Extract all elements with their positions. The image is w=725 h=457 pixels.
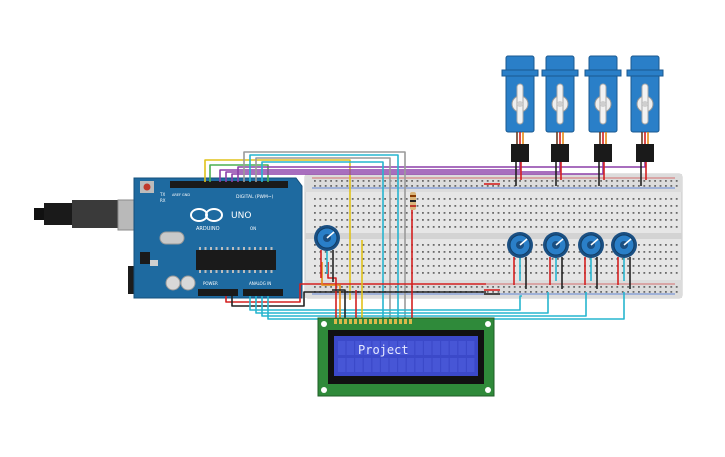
brand-label: ARDUINO	[196, 226, 220, 232]
servo-motors	[501, 55, 664, 186]
arduino-logo-icon	[190, 208, 223, 222]
model-label: UNO	[231, 211, 251, 221]
arduino-uno: ARDUINO UNO DIGITAL (PWM~) POWER ANALOG …	[34, 177, 303, 299]
potentiometer-knob	[578, 232, 604, 289]
digital-header	[170, 181, 288, 188]
potentiometer-knob	[543, 232, 569, 289]
rx-label: RX	[160, 198, 166, 203]
servo-motor	[626, 55, 664, 186]
capacitor	[165, 275, 181, 291]
usb-plug	[34, 208, 46, 220]
potentiometer-knob	[507, 232, 533, 289]
servo-motor	[501, 55, 539, 186]
lcd-module: Project	[317, 317, 495, 397]
potentiometer-knob	[314, 225, 340, 282]
power-header	[198, 289, 238, 296]
potentiometer-knob	[611, 232, 637, 289]
potentiometers	[314, 225, 637, 289]
power-label: POWER	[203, 281, 218, 286]
analog-header	[243, 289, 283, 296]
analog-label: ANALOG IN	[249, 281, 271, 286]
servo-motor	[584, 55, 622, 186]
on-label: ON	[250, 226, 256, 231]
resistor	[410, 192, 416, 210]
servo-motor	[541, 55, 579, 186]
gnd-label: GND	[182, 193, 190, 197]
lcd-text-line1: Project	[358, 343, 409, 357]
aref-label: AREF	[172, 193, 181, 197]
digital-label: DIGITAL (PWM~)	[236, 194, 274, 200]
microcontroller-chip	[196, 250, 276, 270]
crystal	[159, 231, 185, 245]
tx-label: TX	[159, 192, 165, 197]
